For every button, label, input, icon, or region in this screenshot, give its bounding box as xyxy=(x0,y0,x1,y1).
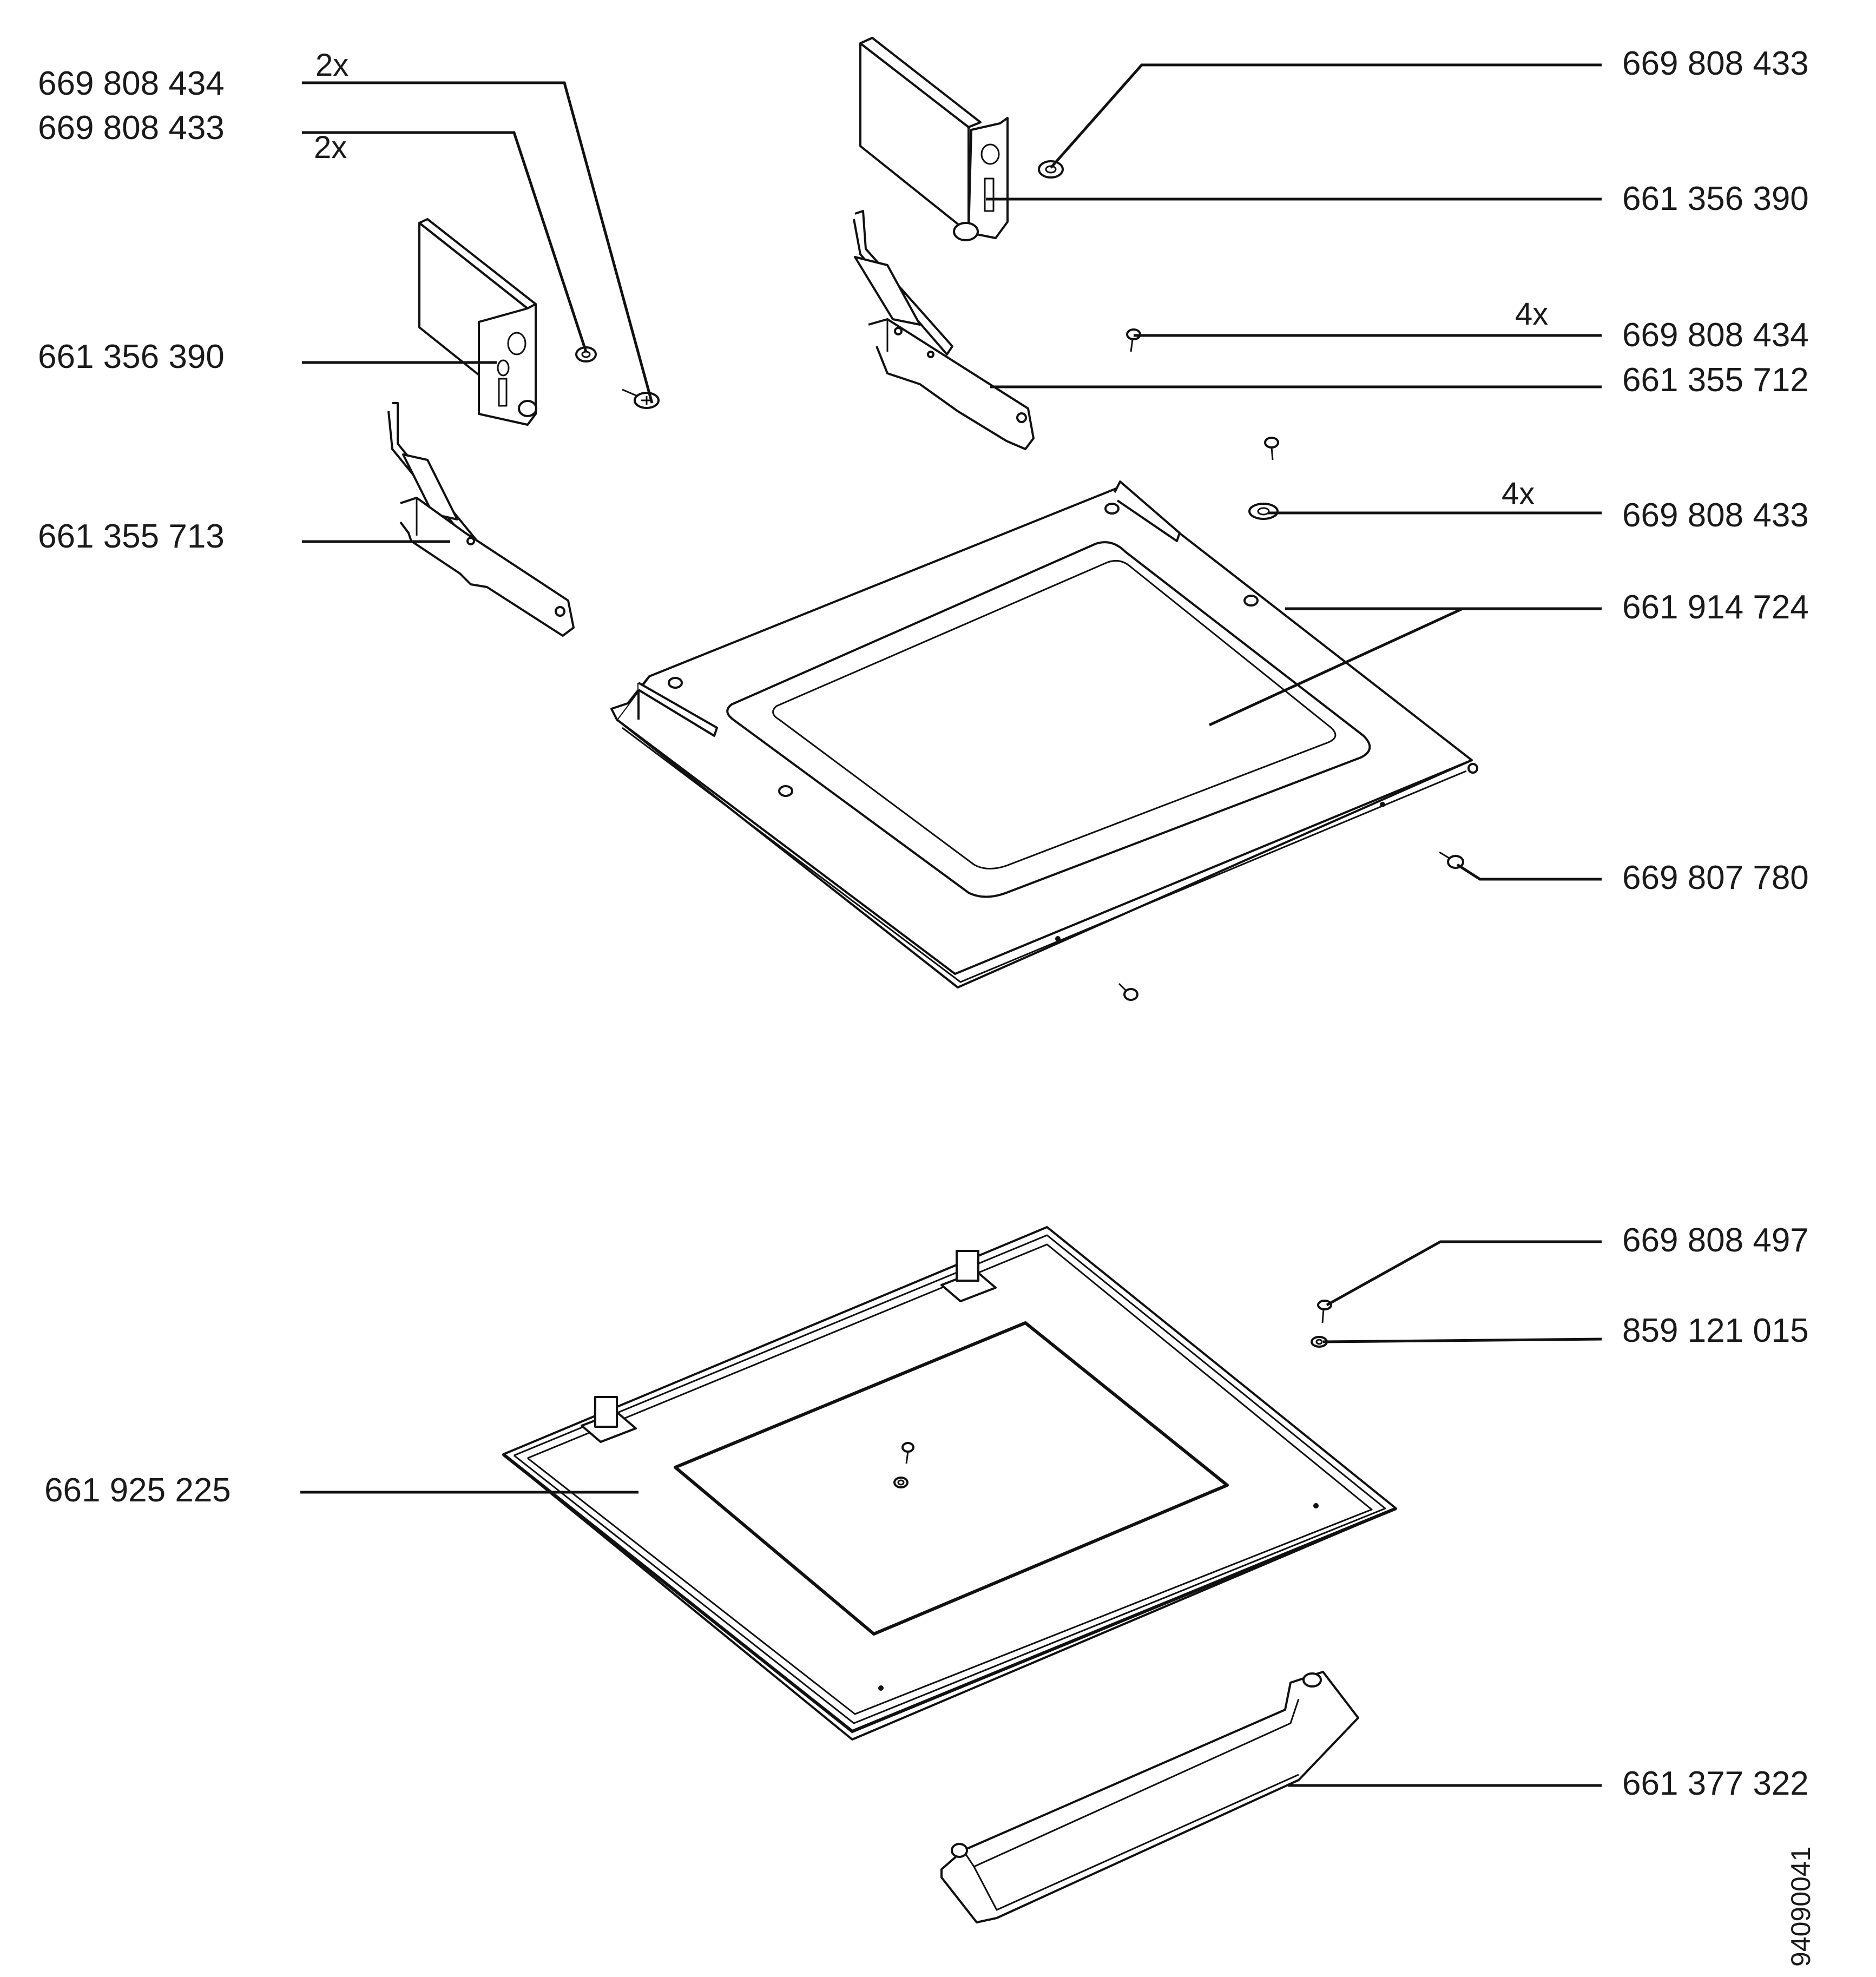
right-screw-drawing-a xyxy=(1126,328,1141,352)
label-right-hinge: 661 355 712 xyxy=(1622,361,1809,399)
left-hinge-drawing xyxy=(387,402,575,637)
right-washer-drawing xyxy=(1248,503,1279,520)
glass-top-clip-left xyxy=(581,1396,637,1443)
label-tl-screw: 669 808 434 xyxy=(38,65,225,102)
leader-lines xyxy=(300,63,1602,1787)
tr-washer-drawing xyxy=(1038,160,1064,179)
qty-tl-screw: 2x xyxy=(315,48,348,83)
bottom-screw-drawing xyxy=(1118,983,1138,1001)
handle-drawing xyxy=(940,1671,1359,1923)
left-hinge-cover-drawing xyxy=(418,218,537,426)
label-outer-door-glass: 661 925 225 xyxy=(44,1472,231,1509)
label-tr-washer: 669 808 433 xyxy=(1622,45,1809,82)
tl-screw-drawing xyxy=(622,388,660,409)
leader-tl-washer xyxy=(302,131,588,352)
glass-top-clip-right xyxy=(940,1250,997,1302)
leader-inner-door-glass xyxy=(1208,607,1464,727)
right-hinge-drawing xyxy=(853,210,1035,450)
leader-tr-washer xyxy=(1050,63,1602,169)
right-screw-drawing-b xyxy=(1264,437,1279,460)
label-right-hinge-cover: 661 356 390 xyxy=(1622,180,1809,218)
label-right-washers: 669 808 433 xyxy=(1622,497,1809,534)
document-id: 94090041 xyxy=(1786,1847,1816,1967)
label-glass-screw: 669 808 497 xyxy=(1622,1222,1809,1259)
outer-door-glass-drawing xyxy=(502,1226,1397,1741)
leader-glass-washer xyxy=(1322,1337,1602,1343)
label-right-screws: 669 808 434 xyxy=(1622,317,1809,354)
label-inner-door: 661 914 724 xyxy=(1622,589,1809,626)
inner-door-drawing xyxy=(610,480,1478,988)
label-side-screw: 669 807 780 xyxy=(1622,859,1809,897)
qty-right-washers: 4x xyxy=(1502,476,1535,511)
qty-tl-washer: 2x xyxy=(314,130,347,165)
glass-center-screw xyxy=(901,1442,914,1464)
callout-labels: 669 808 434 2x 669 808 433 2x 661 356 39… xyxy=(38,45,1816,1967)
label-left-hinge-cover: 661 356 390 xyxy=(38,338,225,375)
glass-screw-drawing xyxy=(1317,1300,1332,1323)
glass-center-washer xyxy=(893,1477,909,1488)
label-left-hinge: 661 355 713 xyxy=(38,518,225,555)
leader-side-screw xyxy=(1456,863,1602,881)
right-hinge-cover-drawing xyxy=(859,37,1009,241)
label-handle: 661 377 322 xyxy=(1622,1765,1809,1802)
label-glass-washer: 859 121 015 xyxy=(1622,1312,1809,1349)
label-tl-washer: 669 808 433 xyxy=(38,109,225,147)
leader-tl-screw xyxy=(302,81,654,404)
leader-glass-screw xyxy=(1326,1240,1602,1307)
qty-right-screws: 4x xyxy=(1515,296,1548,332)
